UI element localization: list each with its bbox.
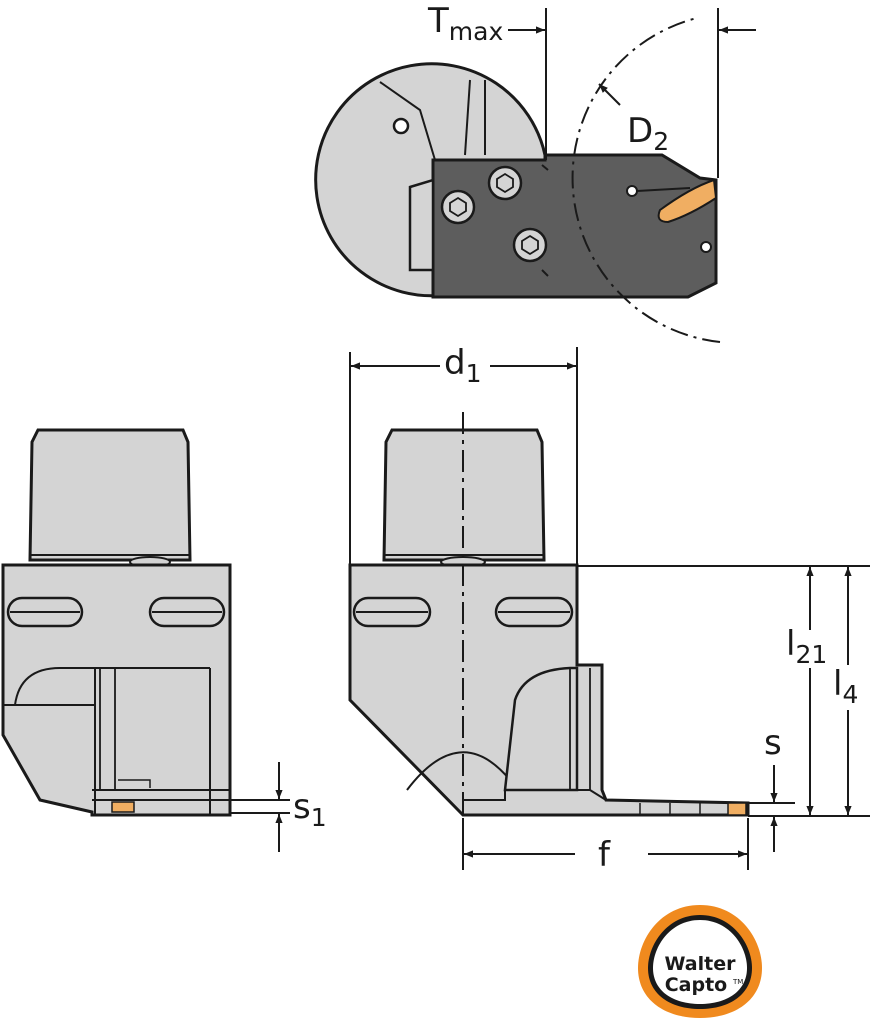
top-view — [314, 62, 718, 299]
logo-line1: Walter — [665, 953, 737, 975]
label-d2: D2 — [627, 111, 669, 156]
label-l21: l21 — [786, 624, 827, 669]
shank-left — [28, 428, 192, 562]
label-d1: d1 — [444, 343, 482, 388]
insert-top — [657, 178, 718, 224]
screw-2 — [487, 165, 523, 201]
front-view — [348, 428, 750, 817]
screw-1 — [440, 189, 476, 225]
label-s1: s1 — [293, 787, 327, 832]
label-l4: l4 — [833, 664, 858, 709]
d2-arc — [571, 17, 721, 343]
label-tmax: Tmax — [427, 1, 503, 46]
body-left — [1, 563, 232, 817]
label-s: s — [764, 723, 782, 763]
logo-tm: TM — [732, 978, 743, 986]
blade-support — [503, 666, 579, 792]
clamp-notch — [408, 178, 435, 272]
walter-capto-logo: Walter Capto TM — [638, 905, 762, 1018]
side-view-left — [1, 428, 232, 817]
disc-groove — [379, 79, 486, 161]
label-f: f — [598, 835, 611, 875]
blade-body — [431, 153, 718, 299]
logo-line2: Capto — [665, 974, 728, 996]
screw-3 — [512, 227, 548, 263]
disc-hole — [392, 117, 410, 135]
